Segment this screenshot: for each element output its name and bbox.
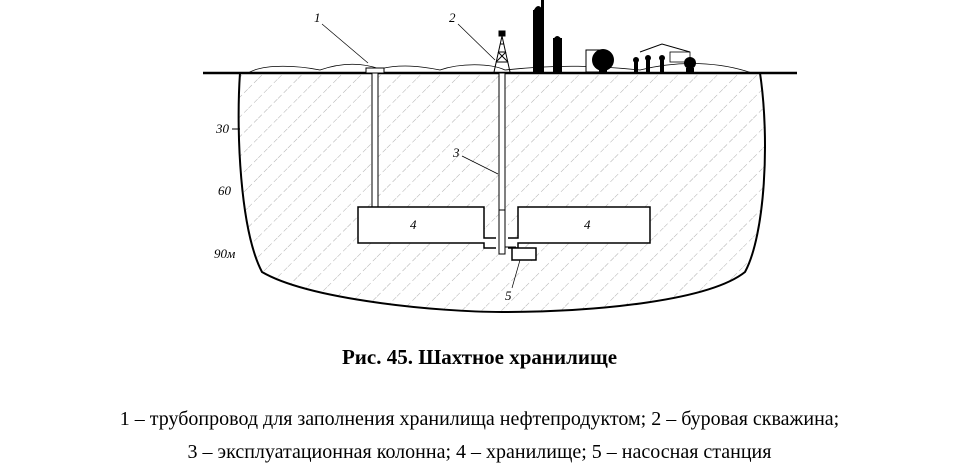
depth-mark-90: 90м [214,246,235,261]
legend-line-2: 3 – эксплуатационная колонна; 4 – хранил… [187,441,772,463]
pump-station [511,247,537,261]
depth-mark-30: 30 [215,121,230,136]
refinery-towers [533,0,562,73]
callout-5: 5 [505,288,512,303]
callout-2: 2 [449,10,456,25]
surface-relief [247,63,753,74]
callout-4-right: 4 [584,217,591,232]
legend-line-1: 1 – трубопровод для заполнения хранилища… [119,408,840,430]
callout-3: 3 [452,145,460,160]
callout-1: 1 [314,10,321,25]
callout-4-left: 4 [410,217,417,232]
surface-facilities [585,43,696,73]
figure-caption: Рис. 45. Шахтное хранилище [341,345,618,369]
drilling-rig [493,30,511,73]
mine-storage-diagram: 1 2 3 4 4 5 30 60 90м [203,0,797,314]
depth-mark-60: 60 [218,183,232,198]
callout-leaders [321,23,521,289]
storage-chamber [357,206,651,249]
